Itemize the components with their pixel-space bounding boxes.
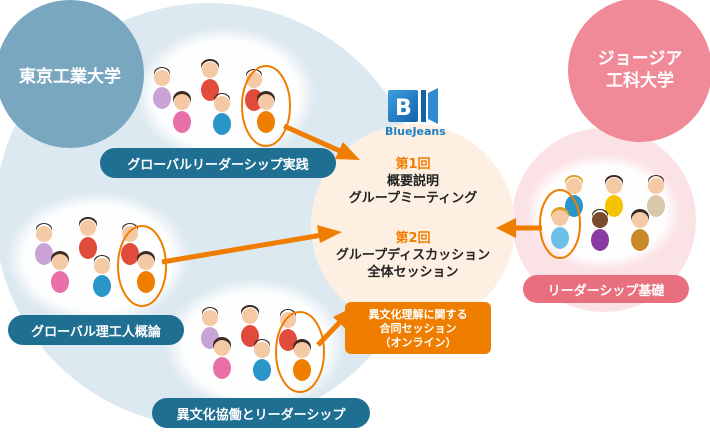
tokyo-title-circle <box>0 0 144 148</box>
georgia-title-line1: ジョージア <box>597 49 683 69</box>
session-2-block: 第2回 グループディスカッション 全体セッション <box>313 230 513 281</box>
student-group-top <box>153 59 291 147</box>
georgia-title-circle <box>568 0 710 142</box>
svg-text:B: B <box>395 96 412 121</box>
label-leadership-basics: リーダーシップ基礎 <box>523 275 689 303</box>
session-2-line2: 全体セッション <box>367 265 459 280</box>
student-group-bottom <box>201 305 325 393</box>
label-intercultural-cooperation: 異文化協働とリーダーシップ <box>152 398 370 428</box>
label-global-science-engineering: グローバル理工人概論 <box>8 315 184 345</box>
label-global-leadership-practice: グローバルリーダーシップ実践 <box>100 148 336 178</box>
center-circle <box>311 124 515 328</box>
session-1-block: 第1回 概要説明 グループミーティング <box>323 156 503 207</box>
joint-session-line2: 合同セッション <box>379 322 457 335</box>
session-2-line1: グループディスカッション <box>335 248 491 263</box>
arrow-to-session1 <box>282 123 360 160</box>
student-group-georgia <box>539 175 665 259</box>
student-group-left <box>35 217 167 307</box>
group-cloud-left <box>6 192 190 324</box>
bluejeans-logo-icon: B <box>388 88 438 124</box>
joint-session-line1: 異文化理解に関する <box>368 308 468 321</box>
bluejeans-logo-text: BlueJeans <box>385 125 446 138</box>
session-1-label: 第1回 <box>395 157 431 172</box>
arrow-to-session2-left <box>161 225 342 265</box>
joint-session-box: 異文化理解に関する 合同セッション （オンライン） <box>345 302 491 354</box>
arrow-from-georgia <box>496 218 542 238</box>
georgia-title-line2: 工科大学 <box>606 71 674 91</box>
joint-session-line3: （オンライン） <box>379 336 457 349</box>
georgia-tech-title: ジョージア 工科大学 <box>572 48 708 92</box>
session-1-line1: 概要説明 <box>386 174 439 189</box>
session-1-line2: グループミーティング <box>348 191 478 206</box>
session-2-label: 第2回 <box>395 231 431 246</box>
tokyo-tech-title: 東京工業大学 <box>19 67 121 87</box>
